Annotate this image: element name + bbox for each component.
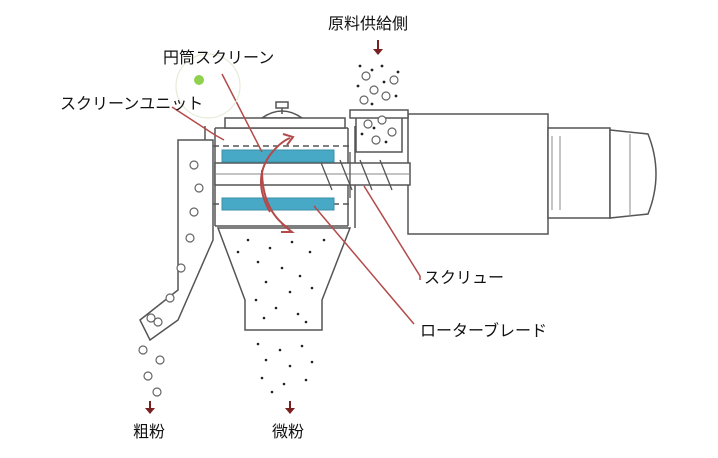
lid	[224, 101, 346, 129]
direction-arrows	[145, 40, 383, 414]
rotor-shaft	[214, 162, 411, 186]
motor-mid	[547, 127, 611, 219]
screw-blades	[319, 152, 393, 198]
leader-screw	[363, 185, 421, 280]
leader-lines	[171, 73, 421, 325]
flow-arrowhead-down	[281, 223, 295, 233]
label-feed-side: 原料供給側	[328, 14, 409, 33]
motor	[407, 113, 657, 235]
flow-arrow-up	[260, 137, 291, 213]
label-screen-unit: スクリーンユニット	[60, 94, 204, 113]
label-fine-powder: 微粉	[272, 422, 305, 441]
rotor-blade-lower	[221, 197, 335, 211]
label-screw: スクリュー	[424, 268, 505, 287]
motor-body	[407, 113, 549, 235]
feed-particles	[356, 64, 400, 145]
label-coarse-powder: 粗粉	[133, 422, 166, 441]
hopper-body	[355, 118, 403, 153]
marker-green-dot	[194, 75, 204, 85]
coarse-chute	[139, 139, 214, 342]
leader-cylinder-screen	[221, 73, 263, 153]
flow-arrowhead-up	[282, 133, 295, 146]
fine-hopper	[216, 227, 352, 331]
rotor-blade-upper	[221, 149, 335, 163]
marker-circle	[175, 53, 241, 119]
leader-screen-unit	[171, 106, 225, 141]
coarse-particles-in-chute	[146, 160, 204, 327]
motor-end-cap	[609, 129, 657, 219]
label-cylinder-screen: 円筒スクリーン	[163, 48, 275, 67]
fine-particles-falling	[256, 342, 314, 394]
feed-hopper	[349, 109, 409, 153]
flow-arrows	[260, 133, 295, 233]
fine-particles-in-hopper	[236, 238, 326, 324]
label-rotor-blade: ローターブレード	[420, 321, 548, 340]
coarse-particles-falling	[138, 345, 165, 397]
leader-rotor-blade	[313, 205, 415, 325]
